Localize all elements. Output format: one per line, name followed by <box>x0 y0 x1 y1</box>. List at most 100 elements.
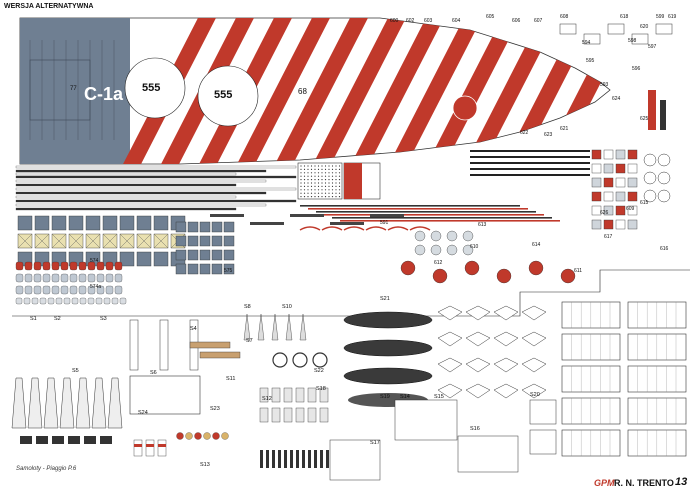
disc <box>430 230 442 242</box>
float-section <box>465 331 491 347</box>
small-pill <box>95 297 103 305</box>
grid-dot <box>331 165 334 167</box>
small-aircraft-part <box>307 407 317 423</box>
grid-dot <box>307 185 309 187</box>
grid-dot <box>328 189 330 191</box>
dark-segment <box>52 436 64 444</box>
part-label: 623 <box>544 132 553 138</box>
disc <box>446 244 458 256</box>
grid-dot <box>324 172 327 174</box>
part-label: 574a <box>90 284 101 290</box>
ring-part <box>657 153 671 167</box>
grid-dot <box>310 182 313 184</box>
section-label: S11 <box>226 376 235 382</box>
part-label: 597 <box>648 44 657 50</box>
hull-stripe <box>348 18 446 164</box>
grid-dot <box>338 182 341 184</box>
small-pill <box>15 285 24 295</box>
side-strip <box>340 220 560 222</box>
rail <box>370 214 404 217</box>
side-strip <box>300 205 520 207</box>
small-pill <box>71 297 79 305</box>
small-disc <box>194 432 202 440</box>
grid-dot <box>307 175 309 177</box>
grid-dot <box>338 168 341 170</box>
curve-part <box>365 226 387 231</box>
small-pill <box>60 261 69 271</box>
small-aircraft-part <box>259 407 269 423</box>
variant-heading: WERSJA ALTERNATYWNA <box>4 3 94 10</box>
wing-panel <box>561 301 621 329</box>
grid-dot <box>317 168 320 170</box>
grid-dot <box>307 165 309 167</box>
grid-dot <box>328 165 330 167</box>
part-label: 602 <box>406 18 415 24</box>
small-pill <box>96 285 105 295</box>
grid-dot <box>300 196 302 198</box>
small-pill <box>114 273 123 283</box>
curve-part <box>299 226 321 231</box>
float-section <box>465 305 491 321</box>
grid-dot <box>307 196 309 198</box>
grid-dot <box>331 189 334 191</box>
small-pill <box>111 297 119 305</box>
grid-dot <box>324 182 327 184</box>
red-disc-part <box>560 268 576 284</box>
section-label: S22 <box>314 368 324 374</box>
part-label: 614 <box>532 242 541 248</box>
small-pill <box>78 261 87 271</box>
panel-small <box>187 235 199 247</box>
float-section <box>493 383 519 399</box>
section-label: S2 <box>54 316 61 322</box>
grey-panels <box>17 215 235 275</box>
small-pill <box>105 261 114 271</box>
panel-square <box>153 215 169 231</box>
mixed-part <box>627 177 638 188</box>
small-pill <box>114 285 123 295</box>
grid-dot <box>303 179 306 181</box>
hull-stripe <box>272 18 370 164</box>
section-label: S14 <box>400 394 410 400</box>
panel-small <box>199 235 211 247</box>
rail-strip <box>470 156 590 158</box>
float-section <box>521 383 547 399</box>
mixed-part <box>615 163 626 174</box>
small-pill <box>114 261 123 271</box>
panel-square <box>119 215 135 231</box>
wing-tip <box>529 429 557 455</box>
panel-s15 <box>394 399 458 441</box>
part-label: 624 <box>612 96 621 102</box>
hull-grey-section <box>20 18 130 164</box>
part-label: 574 <box>90 258 99 264</box>
grid-dot <box>328 172 330 174</box>
cylinder-part <box>145 439 155 457</box>
small-pill <box>60 273 69 283</box>
disc <box>430 244 442 256</box>
wood-strut <box>189 341 231 349</box>
panel-small <box>187 263 199 275</box>
dotted-panel <box>297 162 381 200</box>
panel-small <box>175 221 187 233</box>
grid-dot <box>331 182 334 184</box>
side-strip <box>308 208 528 210</box>
part-label: 600 <box>390 18 399 24</box>
grid-dot <box>310 192 313 194</box>
fuselage-gore <box>11 377 27 429</box>
grid-dot <box>321 189 323 191</box>
top-part <box>559 23 577 35</box>
mixed-part <box>591 149 602 160</box>
small-pill <box>103 297 111 305</box>
grid-dot <box>331 168 334 170</box>
float-section <box>465 383 491 399</box>
grid-dot <box>321 179 323 181</box>
float-section <box>493 305 519 321</box>
propeller-blade <box>285 313 293 341</box>
small-pill <box>69 261 78 271</box>
curve-part <box>343 226 365 231</box>
part-label: 604 <box>452 18 461 24</box>
grid-dot <box>335 182 337 184</box>
grid-dot <box>335 175 337 177</box>
float-section <box>521 305 547 321</box>
panel-small <box>223 263 235 275</box>
float-hull <box>343 339 433 357</box>
